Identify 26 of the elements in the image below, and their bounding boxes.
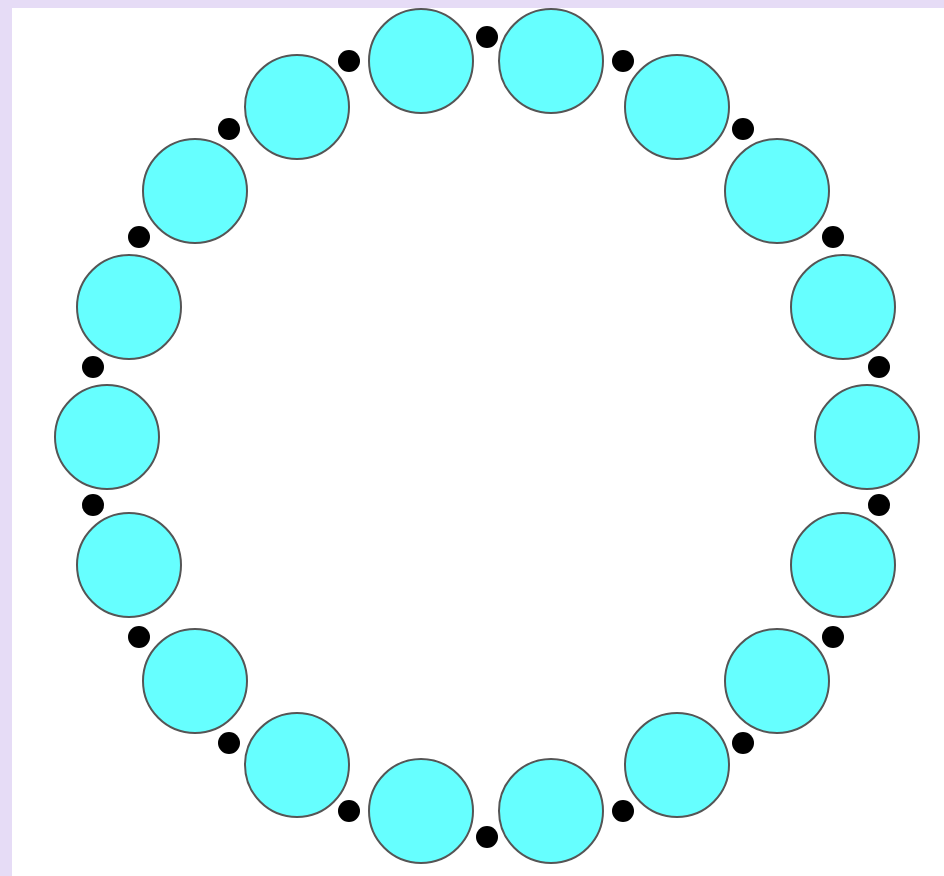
ring-dot [81, 355, 104, 378]
ring-dot [732, 731, 755, 754]
ring-dot [217, 118, 240, 141]
ring-dot [128, 225, 151, 247]
ring-dot [732, 118, 755, 141]
ring-dot [338, 49, 361, 72]
ring-circle [623, 53, 729, 160]
ring-dot [611, 800, 634, 823]
ring-dot [217, 731, 240, 754]
ring-circle [141, 138, 248, 245]
ring-circle [623, 712, 729, 819]
ring-dot [821, 625, 844, 647]
ring-dot [475, 825, 497, 847]
ring-dot [81, 494, 104, 517]
ring-circle [243, 53, 349, 160]
ring-dot [821, 225, 844, 247]
ring-dot [475, 25, 497, 47]
ring-dot [868, 494, 891, 517]
ring-dot [128, 625, 151, 647]
ring-circle [141, 627, 248, 734]
ring-circle [724, 627, 831, 734]
ring-dot [868, 355, 891, 378]
ring-dot [338, 800, 361, 823]
ring-circle [243, 712, 349, 819]
ring-circle [724, 138, 831, 245]
ring-dot [611, 49, 634, 72]
